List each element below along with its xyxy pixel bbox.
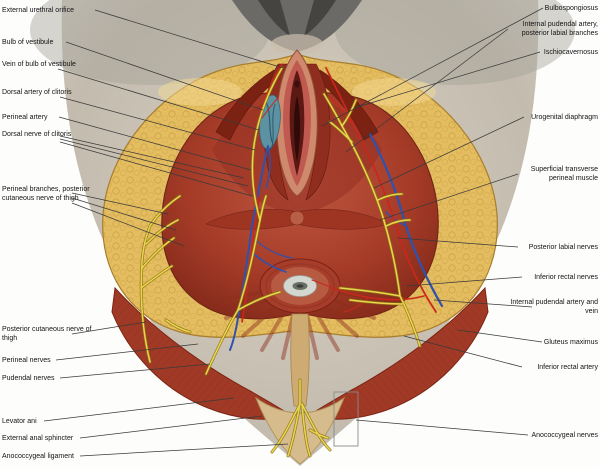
label-dorsal-nerve-of-clitoris: Dorsal nerve of clitoris [2,131,72,138]
vaginal-opening [294,96,300,162]
coccyx-region [254,396,346,465]
label-inferior-rectal-artery: Inferior rectal artery [537,363,598,371]
label-posterior-labial-nerves: Posterior labial nerves [528,243,598,251]
label-urogenital-diaphragm: Urogenital diaphragm [531,113,598,121]
thigh-shadow-left [30,0,270,85]
label-levator-ani: Levator ani [2,417,37,425]
label-external-anal-sphincter: External anal sphincter [2,434,74,442]
label-gluteus-maximus: Gluteus maximus [543,338,598,346]
external-urethral-orifice [294,80,300,88]
label-perineal-artery: Perineal artery [2,113,48,121]
perineal-body [289,210,305,226]
label-bulbospongiosus: Bulbospongiosus [544,4,598,12]
thigh-shadow-right [335,0,575,85]
mons-shadow [232,0,362,52]
label-perineal-nerves: Perineal nerves [2,356,51,364]
label-internal-pudendal-artery-posterior-labial-branches: Internal pudendal artery, posterior labi… [521,21,598,37]
label-dorsal-artery-of-clitoris: Dorsal artery of clitoris [2,89,72,96]
vulva [276,49,318,197]
anus [283,275,317,297]
label-internal-pudendal-artery-and-vein: Internal pudendal artery and vein [510,299,598,315]
leader-lines [43,7,544,457]
label-vein-of-bulb-of-vestibule: Vein of bulb of vestibule [2,61,76,68]
label-ischiocavernosus: Ischiocavernosus [543,48,598,56]
label-external-urethral-orifice: External urethral orifice [2,6,74,14]
label-bulb-of-vestibule: Bulb of vestibule [2,38,54,46]
label-pudendal-nerves: Pudendal nerves [2,374,55,382]
veins [229,132,444,351]
label-posterior-cutaneous-nerve-of-thigh: Posterior cutaneous nerve of thigh [2,326,92,342]
label-superficial-transverse-perineal-muscle: Superficial transverse perineal muscle [530,166,598,182]
label-anococcygeal-ligament: Anococcygeal ligament [2,452,74,460]
label-perineal-branches-posterior-cutaneous-nerve-of-thigh: Perineal branches, posterior cutaneous n… [2,185,90,202]
label-anococcygeal-nerves: Anococcygeal nerves [531,431,598,439]
label-inferior-rectal-nerves: Inferior rectal nerves [534,273,598,281]
anococcygeal-ligament [290,313,310,407]
superficial-transverse-perineal-muscles [205,209,389,230]
detail-inset-box [333,391,359,447]
